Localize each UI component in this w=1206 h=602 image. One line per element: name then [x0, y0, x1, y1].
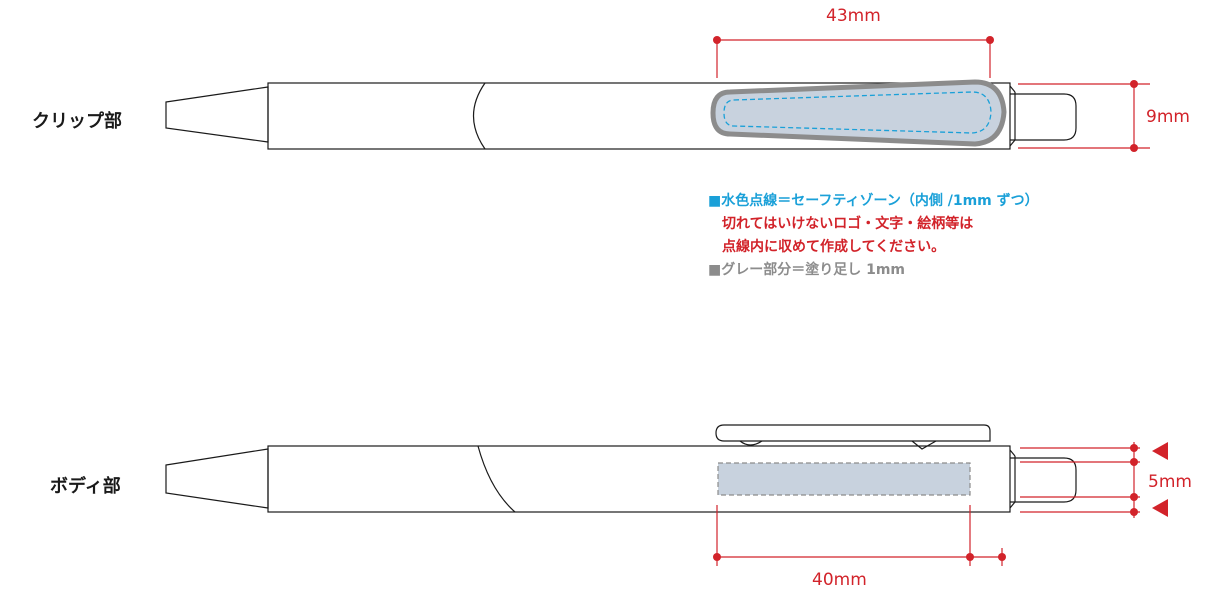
clip-part-label: クリップ部	[32, 111, 122, 132]
body-width-dimension	[713, 505, 1006, 566]
clip-bleed-area	[710, 79, 1007, 147]
body-part-label: ボディ部	[50, 476, 121, 497]
clip-height-dimension	[1018, 80, 1150, 152]
body-height-dimension	[1020, 442, 1168, 518]
body-pen-tip	[165, 448, 269, 509]
body-width-label: 40mm	[812, 570, 867, 590]
clip-pen-knock	[1010, 93, 1077, 141]
clip-width-label: 43mm	[826, 6, 881, 26]
clip-pen-tip	[165, 86, 269, 143]
body-height-label: 5mm	[1148, 472, 1192, 492]
arrow-up-icon	[1152, 499, 1168, 517]
body-pen-grip-curve	[477, 445, 516, 513]
clip-height-label: 9mm	[1146, 107, 1190, 127]
body-pen-barrel	[267, 445, 1011, 513]
warning-note-line2: 点線内に収めて作成してください。	[722, 239, 946, 255]
body-pen-knock	[1010, 457, 1077, 503]
safe-zone-note: ■水色点線＝セーフティゾーン（内側 /1mm ずつ）	[708, 193, 1039, 209]
print-notes: ■水色点線＝セーフティゾーン（内側 /1mm ずつ） 切れてはいけないロゴ・文字…	[708, 190, 1039, 282]
arrow-down-icon	[1152, 442, 1168, 460]
warning-note-line1: 切れてはいけないロゴ・文字・絵柄等は	[722, 216, 974, 232]
body-print-area	[717, 462, 971, 496]
clip-pen-grip-curve	[473, 82, 486, 150]
body-pen-outline	[165, 424, 1077, 513]
clip-pen-barrel	[267, 82, 1011, 150]
clip-width-dimension	[713, 36, 994, 78]
clip-safe-zone	[723, 91, 992, 134]
body-pen-clip	[715, 424, 991, 442]
clip-pen-outline	[165, 82, 1077, 150]
bleed-note: ■グレー部分＝塗り足し 1mm	[708, 262, 906, 278]
